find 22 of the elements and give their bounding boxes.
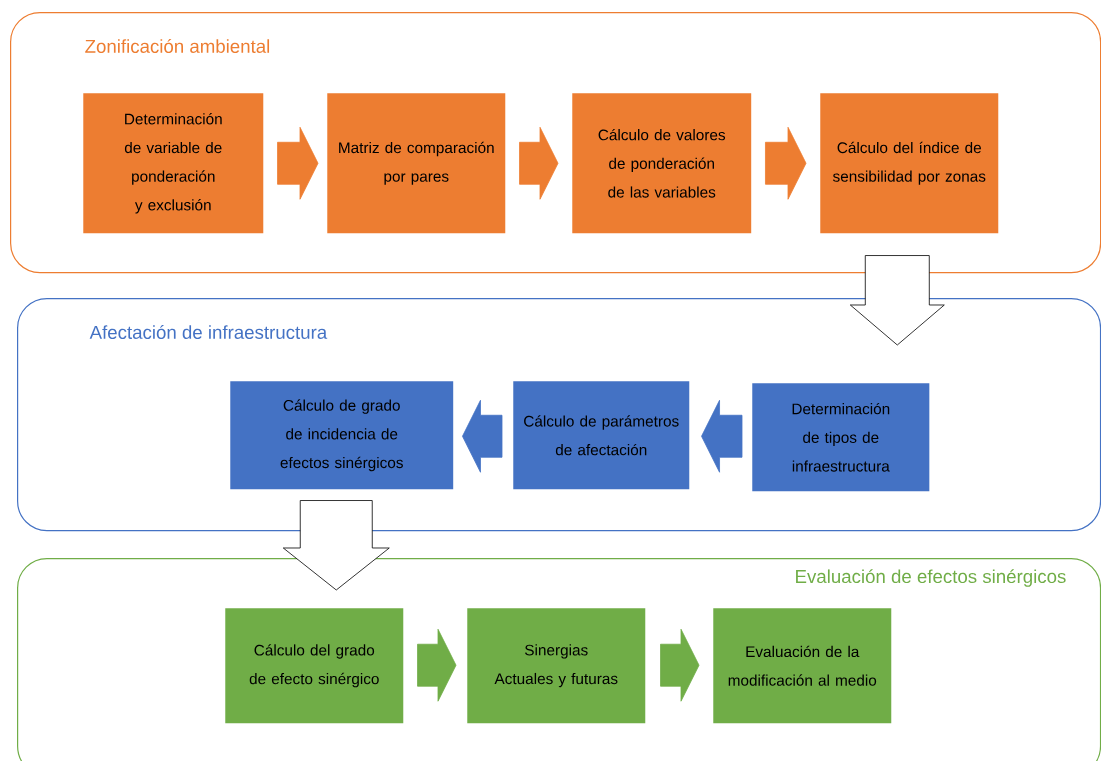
process-box: Determinación de variable de ponderación y exclusión [83,93,264,234]
block-arrow [417,628,457,702]
block-arrow [462,399,503,473]
process-box: Sinergias Actuales y futuras [467,608,646,724]
process-box: Evaluación de la modificación al medio [713,608,892,724]
process-box: Cálculo de parámetros de afectación [513,381,690,490]
block-arrow [701,399,743,473]
process-box: Cálculo de valores de ponderación de las variables [572,93,752,234]
block-arrow [765,126,807,200]
block-arrow [277,126,319,200]
block-arrow [849,255,945,346]
process-box: Cálculo de grado de incidencia de efectos sinérgicos [230,381,454,490]
block-arrow [660,628,700,702]
process-box: Cálculo del índice de sensibilidad por zonas [820,93,999,234]
process-box: Determinación de tipos de infraestructura [752,383,930,492]
process-box: Cálculo del grado de efecto sinérgico [225,608,404,724]
block-arrow [282,500,390,591]
group-heading: Zonificación ambiental [85,39,270,53]
block-arrow [519,126,559,200]
process-box: Matriz de comparación por pares [327,93,506,234]
group-heading: Evaluación de efectos sinérgicos [796,569,1066,587]
group-heading: Afectación de infraestructura [89,325,328,339]
